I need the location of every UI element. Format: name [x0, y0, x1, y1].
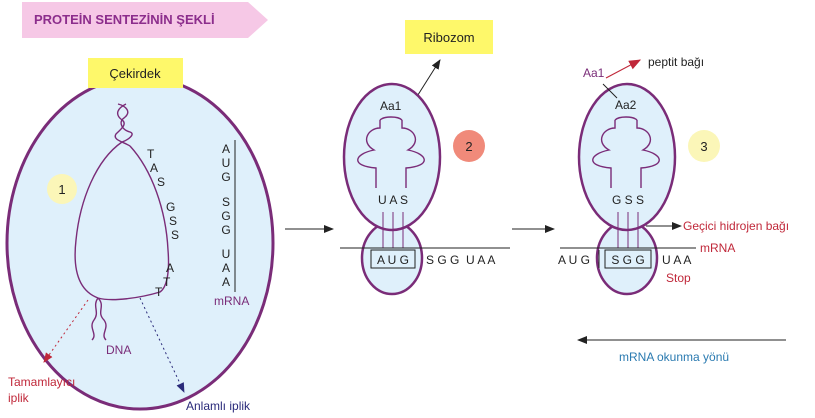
dna-label: DNA [106, 343, 131, 357]
complementary-strand-label-2: iplik [8, 391, 30, 405]
ribosome-1-mrna-rest: S G G U A A [426, 253, 495, 267]
step-1-number: 1 [58, 182, 65, 197]
dna-base: S [171, 228, 179, 242]
dna-base: T [147, 147, 155, 161]
ribosome-1-codon: A U G [377, 253, 409, 267]
ribosome-2-codon: S G G [611, 253, 644, 267]
ribosome-2-hydrogen-bonds [617, 212, 639, 248]
ribosome-1-trna [357, 116, 425, 188]
nucleus [5, 75, 275, 411]
mrna-base: G [221, 209, 230, 223]
dna-base: A [166, 261, 174, 275]
step-3-number: 3 [700, 139, 707, 154]
stop-label: Stop [666, 271, 691, 285]
aa1-aa2-link [602, 83, 618, 99]
hydrogen-bond-label: Geçici hidrojen bağı [683, 219, 789, 233]
ribosome-2-aa1: Aa1 [583, 66, 605, 80]
mrna-base: G [221, 223, 230, 237]
ribosome-2-large-subunit [577, 82, 677, 232]
ribosome-label: Ribozom [423, 30, 474, 45]
ribosome-2-mrna-right: U A A [662, 253, 691, 267]
title-banner [22, 2, 268, 38]
complementary-strand-label: Tamamlayıcı [8, 375, 75, 389]
nucleus-label: Çekirdek [109, 66, 161, 81]
mrna-base: U [222, 247, 231, 261]
ribosome-1-codon-box [370, 249, 416, 269]
ribosome-1-amino-acid: Aa1 [380, 99, 402, 113]
mrna-base: U [222, 156, 231, 170]
ribosome-1-hydrogen-bonds [382, 212, 404, 248]
step-2-marker [453, 130, 485, 162]
mrna-base: A [222, 275, 230, 289]
nucleus-label-box [88, 58, 183, 88]
nucleus-mrna-bases: A U G S G G U A A [221, 142, 230, 289]
step-3-marker [688, 130, 720, 162]
peptide-bond-arrow [605, 59, 642, 79]
dna-base: S [157, 175, 165, 189]
dna-base: S [169, 214, 177, 228]
page-title: PROTEİN SENTEZİNİN ŞEKLİ [34, 12, 215, 27]
reading-direction-label: mRNA okunma yönü [619, 350, 729, 364]
sense-strand-label: Anlamlı iplik [186, 399, 251, 413]
dna-base: T [163, 275, 171, 289]
ribosome-label-box [405, 20, 493, 54]
ribosome-2-mrna-label: mRNA [700, 241, 735, 255]
nucleus-mrna-label: mRNA [214, 294, 249, 308]
ribosome-2-anticodon: G S S [612, 193, 644, 207]
step-2-number: 2 [465, 139, 472, 154]
mrna-base: G [221, 170, 230, 184]
mrna-base: A [222, 142, 230, 156]
dna-bases: T A S G S S A T T [147, 147, 179, 299]
step-1-marker [47, 174, 77, 204]
dna-base: T [155, 285, 163, 299]
ribosome-1-large-subunit [342, 82, 442, 232]
dna-molecule [74, 103, 170, 341]
ribosome-2-trna [592, 116, 660, 188]
ribosome-2-aa2: Aa2 [615, 98, 637, 112]
ribosome-2-mrna-left: A U G [558, 253, 590, 267]
dna-base: A [150, 161, 158, 175]
peptide-bond-label: peptit bağı [648, 55, 704, 69]
mrna-base: A [222, 261, 230, 275]
ribosome-pointer [415, 59, 441, 99]
sense-pointer [139, 297, 185, 393]
mrna-base: S [222, 195, 230, 209]
ribosome-2-codon-box [604, 249, 652, 269]
ribosome-1-anticodon: U A S [378, 193, 408, 207]
dna-base: G [166, 200, 175, 214]
